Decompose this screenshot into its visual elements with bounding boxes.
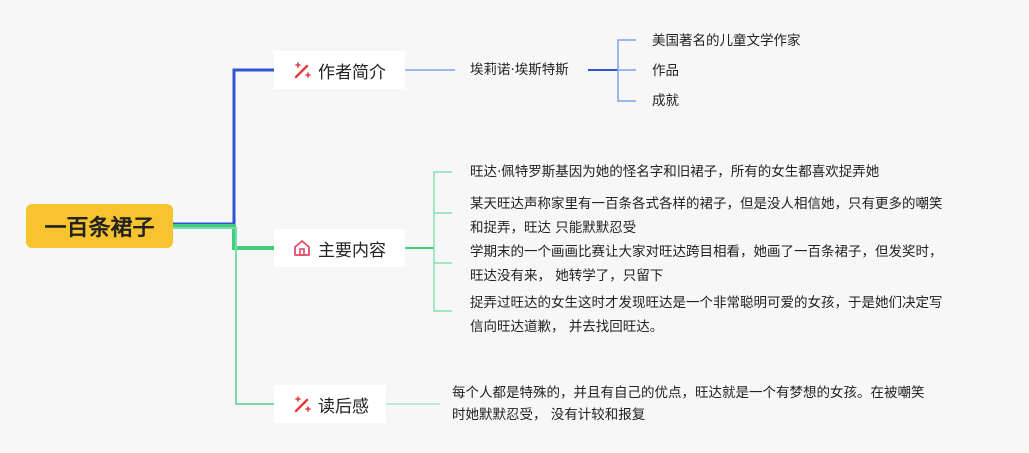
- content-item[interactable]: 旺达·佩特罗斯基因为她的怪名字和旧裙子，所有的女生都喜欢捉弄她: [470, 164, 880, 180]
- author-child[interactable]: 成就: [652, 93, 679, 109]
- magic-wand-icon: [292, 394, 312, 414]
- content-item[interactable]: 某天旺达声称家里有一百条各式各样的裙子，但是没人相信她，只有更多的嘲笑 和捉弄，…: [470, 196, 943, 236]
- branch-feeling[interactable]: 读后感: [274, 385, 386, 423]
- link-root-content: [173, 224, 274, 250]
- bracket-content-items: [433, 171, 452, 312]
- content-item[interactable]: 学期末的一个画画比赛让大家对旺达跨目相看，她画了一百条裙子，但发奖时， 旺达没有…: [470, 244, 943, 284]
- root-label: 一百条裙子: [44, 216, 155, 241]
- content-item[interactable]: 捉弄过旺达的女生这时才发现旺达是一个非常聪明可爱的女孩，于是她们决定写 信向旺达…: [470, 295, 943, 335]
- author-child[interactable]: 作品: [652, 63, 679, 79]
- author-name[interactable]: 埃莉诺·埃斯特斯: [470, 62, 569, 78]
- link-root-author: [173, 68, 274, 226]
- bracket-author-children: [617, 39, 636, 102]
- feeling-text[interactable]: 每个人都是特殊的，并且有自己的优点，旺达就是一个有梦想的女孩。在被嘲笑 时她默默…: [452, 385, 925, 423]
- magic-wand-icon: [292, 60, 312, 80]
- branch-author[interactable]: 作者简介: [274, 51, 405, 89]
- root-node[interactable]: 一百条裙子: [26, 204, 173, 248]
- branch-content[interactable]: 主要内容: [274, 229, 405, 267]
- branch-feeling-label: 读后感: [318, 396, 369, 417]
- branch-author-label: 作者简介: [318, 62, 386, 83]
- house-icon: [292, 238, 312, 258]
- link-root-feeling: [173, 227, 274, 405]
- author-child[interactable]: 美国著名的儿童文学作家: [652, 33, 801, 49]
- branch-content-label: 主要内容: [318, 240, 386, 261]
